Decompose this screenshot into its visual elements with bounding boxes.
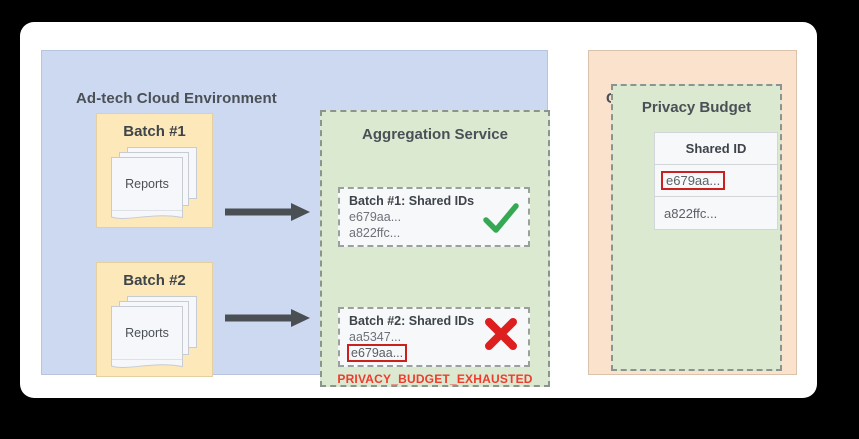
batch-2-shared-id-1: aa5347... [349, 330, 402, 344]
privacy-budget-title: Privacy Budget [641, 99, 752, 116]
batch-2-title: Batch #2 [123, 272, 186, 289]
batch-2-card: Batch #2 Reports [96, 262, 213, 377]
cross-mark-icon [485, 318, 517, 350]
adtech-cloud-environment-panel: Ad-tech Cloud Environment Batch #1 Repor… [41, 50, 550, 387]
batch-2-result-box: Batch #2: Shared IDs aa5347... e679aa... [338, 307, 530, 367]
batch-1-result-title: Batch #1: Shared IDs [349, 194, 475, 208]
document-front-icon [111, 306, 183, 360]
reports-stack-icon: Reports [111, 296, 203, 368]
shared-id-table: Shared ID e679aa... a822ffc... [654, 132, 778, 230]
table-row: a822ffc... [655, 197, 777, 229]
aggregation-service-panel: Aggregation Service Batch #1: Shared IDs… [320, 110, 550, 387]
adtech-panel-title: Ad-tech Cloud Environment [76, 90, 277, 107]
batch-2-shared-id-2-flagged: e679aa... [347, 344, 408, 362]
check-mark-icon [483, 203, 519, 233]
document-wave-edge-icon [111, 210, 183, 219]
arrow-right-icon-batch-1 [225, 203, 310, 221]
batch-1-title: Batch #1 [123, 123, 186, 140]
reports-label: Reports [125, 177, 169, 191]
shared-id-value-highlighted: e679aa... [661, 171, 726, 190]
reports-stack-icon: Reports [111, 147, 203, 219]
reports-label: Reports [125, 326, 169, 340]
batch-2-result-title: Batch #2: Shared IDs [349, 314, 475, 328]
batch-1-result-box: Batch #1: Shared IDs e679aa... a822ffc..… [338, 187, 530, 247]
batch-1-shared-id-1: e679aa... [349, 210, 402, 224]
document-front-icon [111, 157, 183, 211]
privacy-budget-error-message: PRIVACY_BUDGET_EXHAUSTED [337, 372, 533, 386]
diagram-card: Ad-tech Cloud Environment Batch #1 Repor… [20, 22, 817, 398]
batch-1-shared-id-2: a822ffc... [349, 226, 401, 240]
document-wave-edge-icon [111, 359, 183, 368]
privacy-budget-panel: Privacy Budget Shared ID e679aa... a822f… [611, 84, 782, 371]
aggregation-service-title: Aggregation Service [362, 126, 508, 143]
batch-1-card: Batch #1 Reports [96, 113, 213, 228]
arrow-right-icon-batch-2 [225, 309, 310, 327]
table-row: e679aa... [655, 165, 777, 197]
shared-id-table-header: Shared ID [655, 133, 777, 165]
